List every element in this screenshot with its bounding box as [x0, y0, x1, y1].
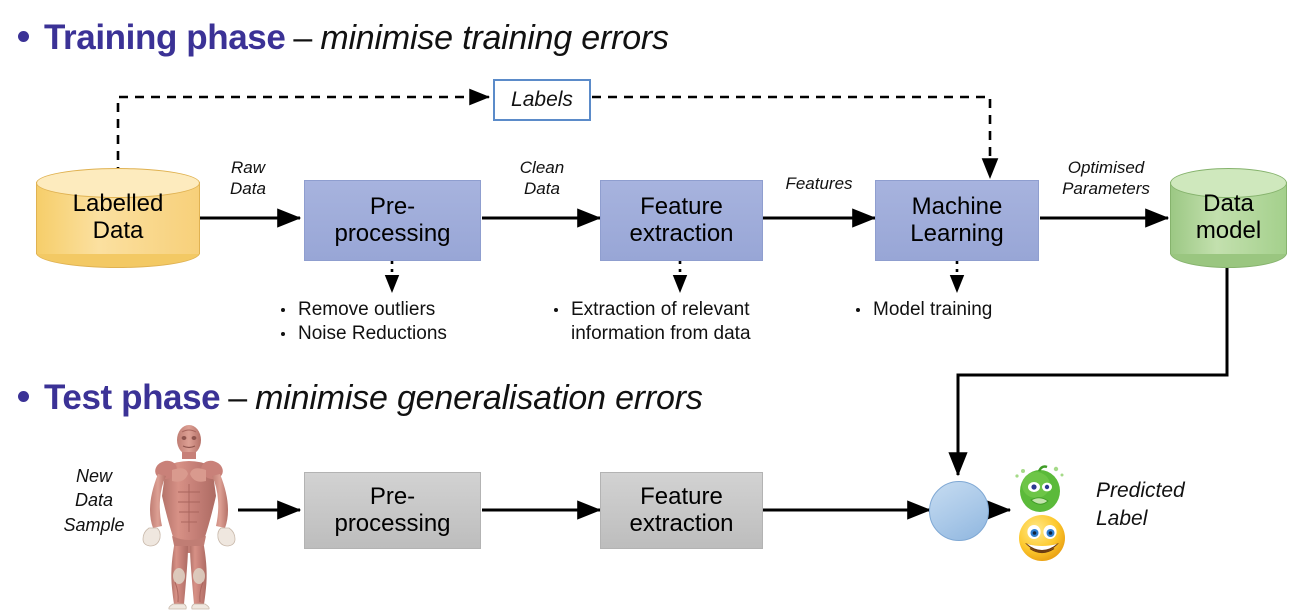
edge-label-raw-data-line1: Raw — [230, 158, 265, 177]
test-preprocessing-line2: processing — [334, 509, 451, 537]
machine-learning-line2: Learning — [910, 219, 1004, 247]
labelled-data-line1: Labelled — [72, 190, 164, 218]
labels-feedback-left-wire — [116, 88, 491, 176]
predicted-label-line2: Label — [1096, 507, 1148, 531]
new-data-sample-line3: Sample — [63, 514, 125, 535]
edge-label-optimised-line2: Parameters — [1062, 178, 1150, 198]
preprocessing-box-training[interactable]: Pre- processing — [304, 180, 481, 261]
new-data-sample-line1: New — [75, 466, 112, 486]
machine-learning-line1: Machine — [911, 192, 1003, 220]
note-item: Remove outliers — [281, 298, 447, 322]
labelled-data-line2: Data — [92, 217, 144, 244]
training-phase-subtitle: minimise training errors — [320, 19, 669, 57]
bullet-dot-icon — [281, 308, 285, 312]
feature-extraction-line1: Feature — [640, 192, 723, 220]
note-text: Model training — [873, 299, 993, 320]
feature-extraction-line2: extraction — [629, 219, 734, 247]
training-phase-title: Training phase — [44, 18, 286, 57]
note-item: Model training — [856, 298, 992, 322]
note-text: Extraction of relevant — [571, 299, 750, 320]
edge-label-raw-data-line2: Data — [230, 178, 266, 198]
note-text: Noise Reductions — [298, 323, 447, 345]
bullet-dot-icon — [554, 308, 558, 312]
new-data-sample-line2: Data — [74, 490, 114, 511]
training-phase-heading: Training phase – minimise training error… — [18, 18, 669, 58]
classifier-node[interactable] — [929, 481, 989, 541]
preprocessing-line1: Pre- — [369, 192, 416, 220]
feature-extraction-notes: Extraction of relevant information from … — [554, 298, 751, 347]
edge-label-optimised-parameters: Optimised Parameters — [1048, 158, 1164, 199]
preprocessing-line2: processing — [334, 219, 451, 247]
edge-label-features-line1: Features — [785, 174, 853, 193]
data-model-text: Data model — [1170, 168, 1287, 268]
test-preprocessing-line1: Pre- — [369, 482, 416, 510]
test-feature-line1: Feature — [640, 482, 723, 510]
note-item: information from data — [554, 322, 751, 346]
feature-extraction-box-test[interactable]: Feature extraction — [600, 472, 763, 549]
labelled-data-cylinder[interactable]: Labelled Data — [36, 168, 200, 268]
bullet-dot-icon — [856, 308, 860, 312]
machine-learning-notes: Model training — [856, 298, 992, 322]
test-phase-subtitle: minimise generalisation errors — [255, 379, 703, 417]
grinning-yellow-face-icon — [1019, 515, 1065, 561]
bullet-dot-icon — [281, 332, 285, 337]
wire-datamodel-to-classifier — [948, 262, 1229, 477]
data-model-line1: Data — [1203, 190, 1254, 218]
note-item: Noise Reductions — [281, 322, 447, 346]
new-data-sample-label: New Data Sample — [48, 464, 140, 537]
labels-box-text: Labels — [511, 88, 573, 111]
data-model-line2: model — [1195, 217, 1262, 244]
preprocessing-box-test[interactable]: Pre- processing — [304, 472, 481, 549]
note-text: Remove outliers — [298, 299, 436, 320]
anatomy-figure-icon — [142, 425, 236, 610]
edge-label-raw-data: Raw Data — [206, 158, 290, 199]
bullet-dot-icon — [18, 31, 29, 42]
machine-learning-box[interactable]: Machine Learning — [875, 180, 1039, 261]
preprocessing-notes: Remove outliers Noise Reductions — [281, 298, 447, 347]
cylinder-top — [36, 168, 200, 198]
note-item: Extraction of relevant — [554, 298, 751, 322]
training-heading-dash: – — [293, 19, 313, 57]
labels-feedback-right-wire — [592, 95, 999, 180]
labels-box[interactable]: Labels — [493, 79, 591, 121]
test-phase-title: Test phase — [44, 378, 221, 417]
predicted-label-line1: Predicted — [1096, 479, 1185, 502]
bullet-dot-icon — [18, 391, 29, 402]
data-model-cylinder[interactable]: Data model — [1170, 168, 1287, 268]
note-text: information from data — [571, 323, 751, 345]
edge-label-clean-data-line2: Data — [524, 178, 560, 198]
feature-extraction-box-training[interactable]: Feature extraction — [600, 180, 763, 261]
sick-green-face-icon — [1015, 465, 1064, 512]
test-heading-dash: – — [228, 379, 248, 417]
cylinder-top — [1170, 168, 1287, 198]
edge-label-optimised-line1: Optimised — [1067, 158, 1145, 177]
predicted-label: Predicted Label — [1096, 477, 1246, 534]
test-feature-line2: extraction — [629, 509, 734, 537]
edge-label-features: Features — [776, 174, 862, 195]
edge-label-clean-data-line1: Clean — [519, 158, 565, 177]
test-phase-heading: Test phase – minimise generalisation err… — [18, 378, 703, 418]
edge-label-clean-data: Clean Data — [500, 158, 584, 199]
labelled-data-text: Labelled Data — [36, 168, 200, 268]
